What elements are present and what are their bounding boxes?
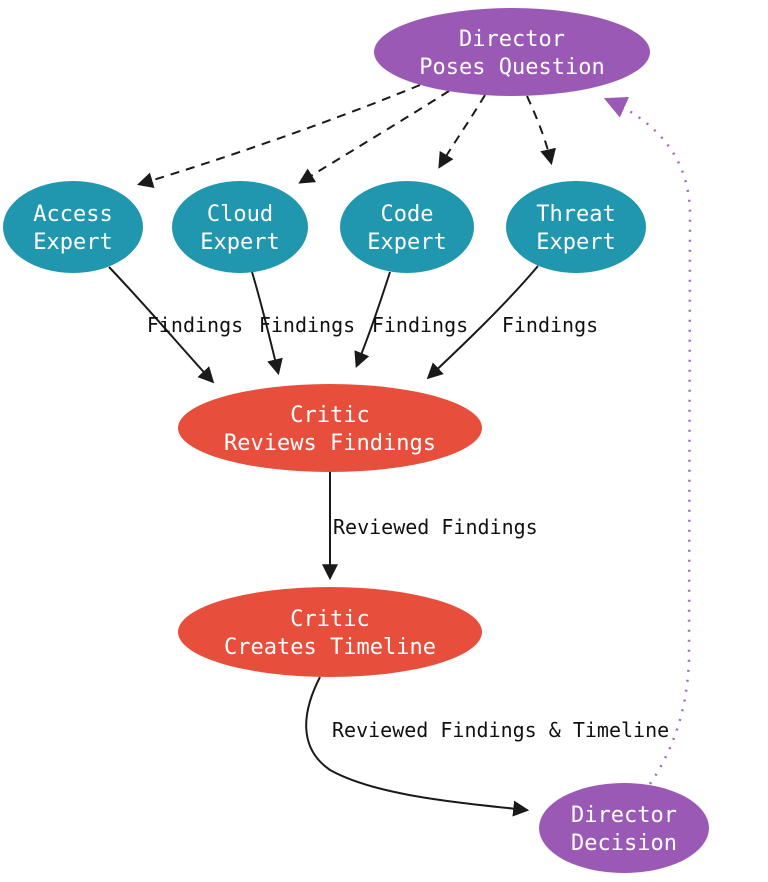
- code-expert-ellipse: [340, 181, 474, 273]
- node-critic-reviews-findings: Critic Reviews Findings: [178, 384, 482, 472]
- node-director-poses-question: Director Poses Question: [374, 8, 650, 96]
- access-expert-label-line2: Expert: [33, 230, 112, 255]
- access-expert-label-line1: Access: [33, 202, 112, 227]
- access-expert-ellipse: [3, 181, 143, 273]
- node-director-decision: Director Decision: [539, 783, 709, 873]
- edge-director-to-code: [438, 94, 486, 169]
- director-decision-label-line1: Director: [571, 803, 677, 828]
- code-expert-label-line2: Expert: [367, 230, 446, 255]
- critic-creates-timeline-ellipse: [178, 587, 482, 677]
- edge-director-to-access: [136, 84, 421, 188]
- critic-creates-timeline-label-line1: Critic: [290, 607, 369, 632]
- director-poses-question-ellipse: [374, 8, 650, 96]
- critic-creates-timeline-label-line2: Creates Timeline: [224, 635, 436, 660]
- edge-timeline-to-decision: [305, 676, 530, 817]
- edge-label-findings-threat: Findings: [502, 313, 598, 337]
- edge-director-to-cloud: [298, 90, 450, 184]
- edge-access-to-critic: [108, 266, 215, 384]
- code-expert-label-line1: Code: [381, 202, 434, 227]
- director-poses-question-label-line1: Director: [459, 27, 565, 52]
- edge-label-reviewed-findings: Reviewed Findings: [333, 515, 538, 539]
- critic-reviews-findings-label-line2: Reviews Findings: [224, 431, 436, 456]
- node-code-expert: Code Expert: [340, 181, 474, 273]
- cloud-expert-label-line2: Expert: [200, 230, 279, 255]
- threat-expert-label-line1: Threat: [536, 202, 615, 227]
- edge-cloud-to-critic: [251, 271, 283, 376]
- edge-code-to-critic: [354, 271, 391, 368]
- threat-expert-label-line2: Expert: [536, 230, 615, 255]
- edge-label-reviewed-findings-timeline: Reviewed Findings & Timeline: [332, 718, 669, 742]
- node-threat-expert: Threat Expert: [506, 181, 646, 273]
- edge-label-findings-access: Findings: [147, 313, 243, 337]
- critic-reviews-findings-label-line1: Critic: [290, 403, 369, 428]
- critic-reviews-findings-ellipse: [178, 384, 482, 472]
- director-decision-label-line2: Decision: [571, 831, 677, 856]
- edge-label-findings-cloud: Findings: [259, 313, 355, 337]
- edge-label-group: Findings Findings Findings Findings Revi…: [147, 313, 669, 742]
- threat-expert-ellipse: [506, 181, 646, 273]
- cloud-expert-ellipse: [172, 181, 308, 273]
- director-poses-question-label-line2: Poses Question: [419, 55, 604, 80]
- director-decision-ellipse: [539, 783, 709, 873]
- node-access-expert: Access Expert: [3, 181, 143, 273]
- edge-group: [108, 84, 692, 817]
- edge-threat-to-critic: [426, 265, 539, 380]
- edge-label-findings-code: Findings: [372, 313, 468, 337]
- node-critic-creates-timeline: Critic Creates Timeline: [178, 587, 482, 677]
- node-cloud-expert: Cloud Expert: [172, 181, 308, 273]
- cloud-expert-label-line1: Cloud: [207, 202, 273, 227]
- edge-director-to-threat: [526, 95, 556, 166]
